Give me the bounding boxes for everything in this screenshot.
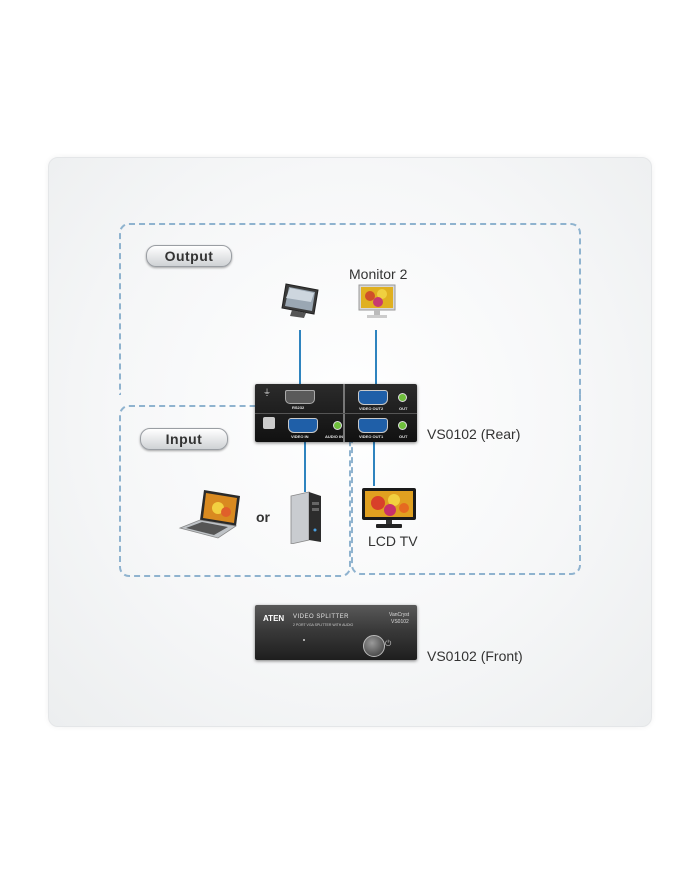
front-led bbox=[303, 639, 305, 641]
rear-midline bbox=[255, 413, 417, 414]
vs0102-rear-unit: ⏚ RS232 VIDEO IN AUDIO IN VIDEO OUT2 OUT… bbox=[255, 384, 417, 442]
pc-tower-icon bbox=[290, 491, 321, 544]
video-out1-label: VIDEO OUT1 bbox=[359, 434, 384, 439]
video-out1-port bbox=[358, 418, 388, 433]
lcd-tv-icon bbox=[362, 488, 416, 528]
audio-out1-jack bbox=[398, 421, 407, 430]
output-pill: Output bbox=[146, 245, 232, 267]
cable-monitor2 bbox=[375, 330, 377, 386]
front-power-button bbox=[363, 635, 385, 657]
power-led-icon: ⏻ bbox=[385, 639, 392, 648]
power-jack bbox=[263, 417, 275, 429]
cable-monitor1 bbox=[299, 330, 301, 386]
ground-icon: ⏚ bbox=[263, 388, 271, 397]
lcd-tv-label: LCD TV bbox=[368, 533, 418, 549]
rear-label: VS0102 (Rear) bbox=[427, 426, 521, 442]
tv-output-zone bbox=[351, 393, 581, 575]
input-zone bbox=[119, 405, 351, 577]
out1-label: OUT bbox=[399, 434, 408, 439]
cable-input bbox=[304, 442, 306, 492]
front-product: VIDEO SPLITTER bbox=[293, 614, 350, 620]
output-zone bbox=[119, 223, 581, 395]
video-out2-label: VIDEO OUT2 bbox=[359, 406, 384, 411]
front-label: VS0102 (Front) bbox=[427, 648, 523, 664]
front-subtitle: 2 PORT VGA SPLITTER WITH AUDIO bbox=[293, 623, 354, 627]
monitor-2-icon bbox=[358, 284, 396, 318]
front-brand: ATEN bbox=[263, 614, 285, 623]
monitor-2-label: Monitor 2 bbox=[349, 266, 408, 282]
front-series: VanCryst bbox=[389, 612, 410, 618]
laptop-icon bbox=[178, 490, 240, 539]
monitor-1-icon bbox=[281, 283, 319, 318]
vs0102-front-unit: ATEN VIDEO SPLITTER 2 PORT VGA SPLITTER … bbox=[255, 605, 417, 660]
audio-out2-jack bbox=[398, 393, 407, 402]
front-model: VS0102 bbox=[391, 619, 409, 625]
rs232-port bbox=[285, 390, 315, 404]
video-out2-port bbox=[358, 390, 388, 405]
input-pill: Input bbox=[140, 428, 228, 450]
cable-lcd-tv bbox=[373, 442, 375, 486]
video-in-port bbox=[288, 418, 318, 433]
or-label: or bbox=[256, 509, 270, 525]
audio-in-jack bbox=[333, 421, 342, 430]
out2-label: OUT bbox=[399, 406, 408, 411]
rs232-label: RS232 bbox=[292, 405, 305, 410]
audio-in-label: AUDIO IN bbox=[325, 434, 343, 439]
video-in-label: VIDEO IN bbox=[291, 434, 309, 439]
